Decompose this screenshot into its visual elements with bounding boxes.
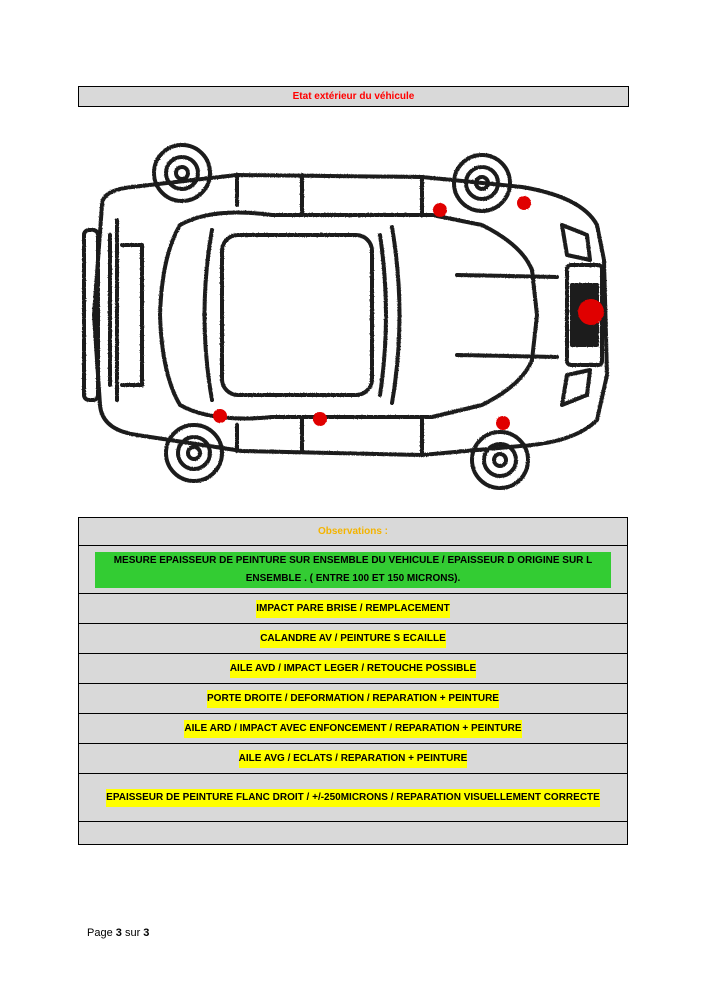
wheel-rear-top xyxy=(152,143,212,203)
observation-row: AILE ARD / IMPACT AVEC ENFONCEMENT / REP… xyxy=(79,714,627,744)
car-windshield xyxy=(390,225,402,405)
observation-text: CALANDRE AV / PEINTURE S ECAILLE xyxy=(260,629,446,648)
car-roof xyxy=(220,233,374,397)
wheel-front-bottom xyxy=(470,430,530,490)
observations-header: Observations : xyxy=(79,518,627,546)
observation-row: CALANDRE AV / PEINTURE S ECAILLE xyxy=(79,624,627,654)
wheel-rear-bottom xyxy=(164,423,224,483)
car-cabin xyxy=(158,210,539,421)
observation-text: AILE AVG / ECLATS / REPARATION + PEINTUR… xyxy=(238,749,468,768)
observation-text: PORTE DROITE / DEFORMATION / REPARATION … xyxy=(207,689,499,708)
vehicle-diagram xyxy=(62,135,622,500)
car-body-outline xyxy=(92,173,609,457)
observation-row: AILE AVG / ECLATS / REPARATION + PEINTUR… xyxy=(79,744,627,774)
observation-text: IMPACT PARE BRISE / REMPLACEMENT xyxy=(256,599,450,618)
observation-row-empty xyxy=(79,822,627,844)
damage-marker xyxy=(313,412,327,426)
observation-text: EPAISSEUR DE PEINTURE FLANC DROIT / +/-2… xyxy=(106,788,600,807)
section-title: Etat extérieur du véhicule xyxy=(78,86,629,107)
damage-marker xyxy=(517,196,531,210)
section-title-text: Etat extérieur du véhicule xyxy=(292,91,415,102)
observation-row: AILE AVD / IMPACT LEGER / RETOUCHE POSSI… xyxy=(79,654,627,684)
observations-table: Observations : MESURE EPAISSEUR DE PEINT… xyxy=(78,517,628,845)
observation-text: MESURE EPAISSEUR DE PEINTURE SUR ENSEMBL… xyxy=(95,551,611,588)
observation-row: EPAISSEUR DE PEINTURE FLANC DROIT / +/-2… xyxy=(79,774,627,822)
damage-marker xyxy=(433,203,447,217)
observation-row: MESURE EPAISSEUR DE PEINTURE SUR ENSEMBL… xyxy=(79,546,627,594)
damage-marker xyxy=(213,409,227,423)
car-hood xyxy=(455,273,559,359)
observation-text: AILE AVD / IMPACT LEGER / RETOUCHE POSSI… xyxy=(229,659,477,678)
damage-marker xyxy=(496,416,510,430)
observation-text: AILE ARD / IMPACT AVEC ENFONCEMENT / REP… xyxy=(184,719,522,738)
observation-row: PORTE DROITE / DEFORMATION / REPARATION … xyxy=(79,684,627,714)
observation-row: IMPACT PARE BRISE / REMPLACEMENT xyxy=(79,594,627,624)
damage-marker xyxy=(578,299,604,325)
page-number: Page 3 sur 3 xyxy=(87,927,150,939)
